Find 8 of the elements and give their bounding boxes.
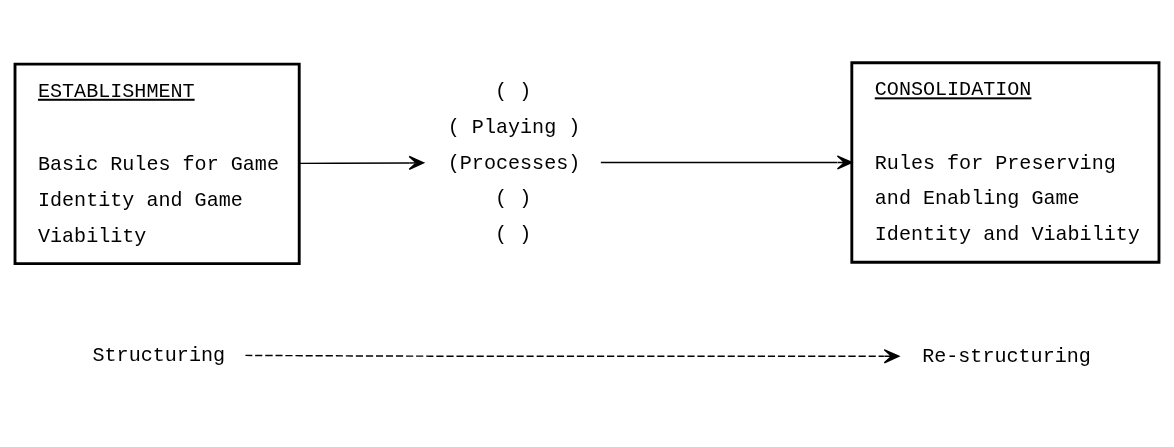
arrow bbox=[244, 349, 900, 364]
node-box: ESTABLISHMENT Basic Rules for Game Identity and Game Viability bbox=[13, 62, 301, 266]
node-text: Structuring bbox=[92, 343, 226, 367]
node-box: CONSOLIDATION Rules for Preserving and Enabling Game Identity and Viability bbox=[850, 61, 1161, 264]
node-text: ( ) ( Playing ) (Processes) ( ) ( ) bbox=[447, 79, 581, 247]
arrow bbox=[298, 155, 425, 171]
arrow bbox=[600, 155, 853, 170]
node-text: Re-structuring bbox=[922, 345, 1091, 369]
